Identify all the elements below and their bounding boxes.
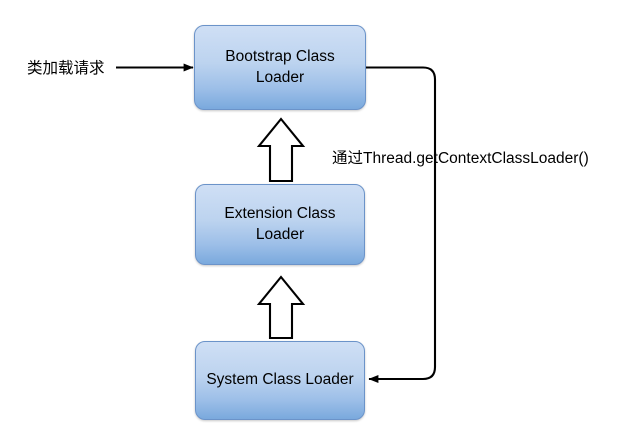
label-thread-context-class-loader: 通过Thread.getContextClassLoader(): [332, 150, 589, 167]
label-class-load-request: 类加载请求: [27, 60, 105, 77]
node-system-class-loader[interactable]: System Class Loader: [195, 341, 365, 420]
extension-to-bootstrap-arrow: [256, 117, 306, 183]
system-to-extension-arrow: [256, 275, 306, 340]
node-extension-class-loader[interactable]: Extension Class Loader: [195, 184, 365, 265]
bootstrap-to-system-arrow: [366, 66, 437, 383]
node-bootstrap-class-loader[interactable]: Bootstrap Class Loader: [194, 25, 366, 110]
